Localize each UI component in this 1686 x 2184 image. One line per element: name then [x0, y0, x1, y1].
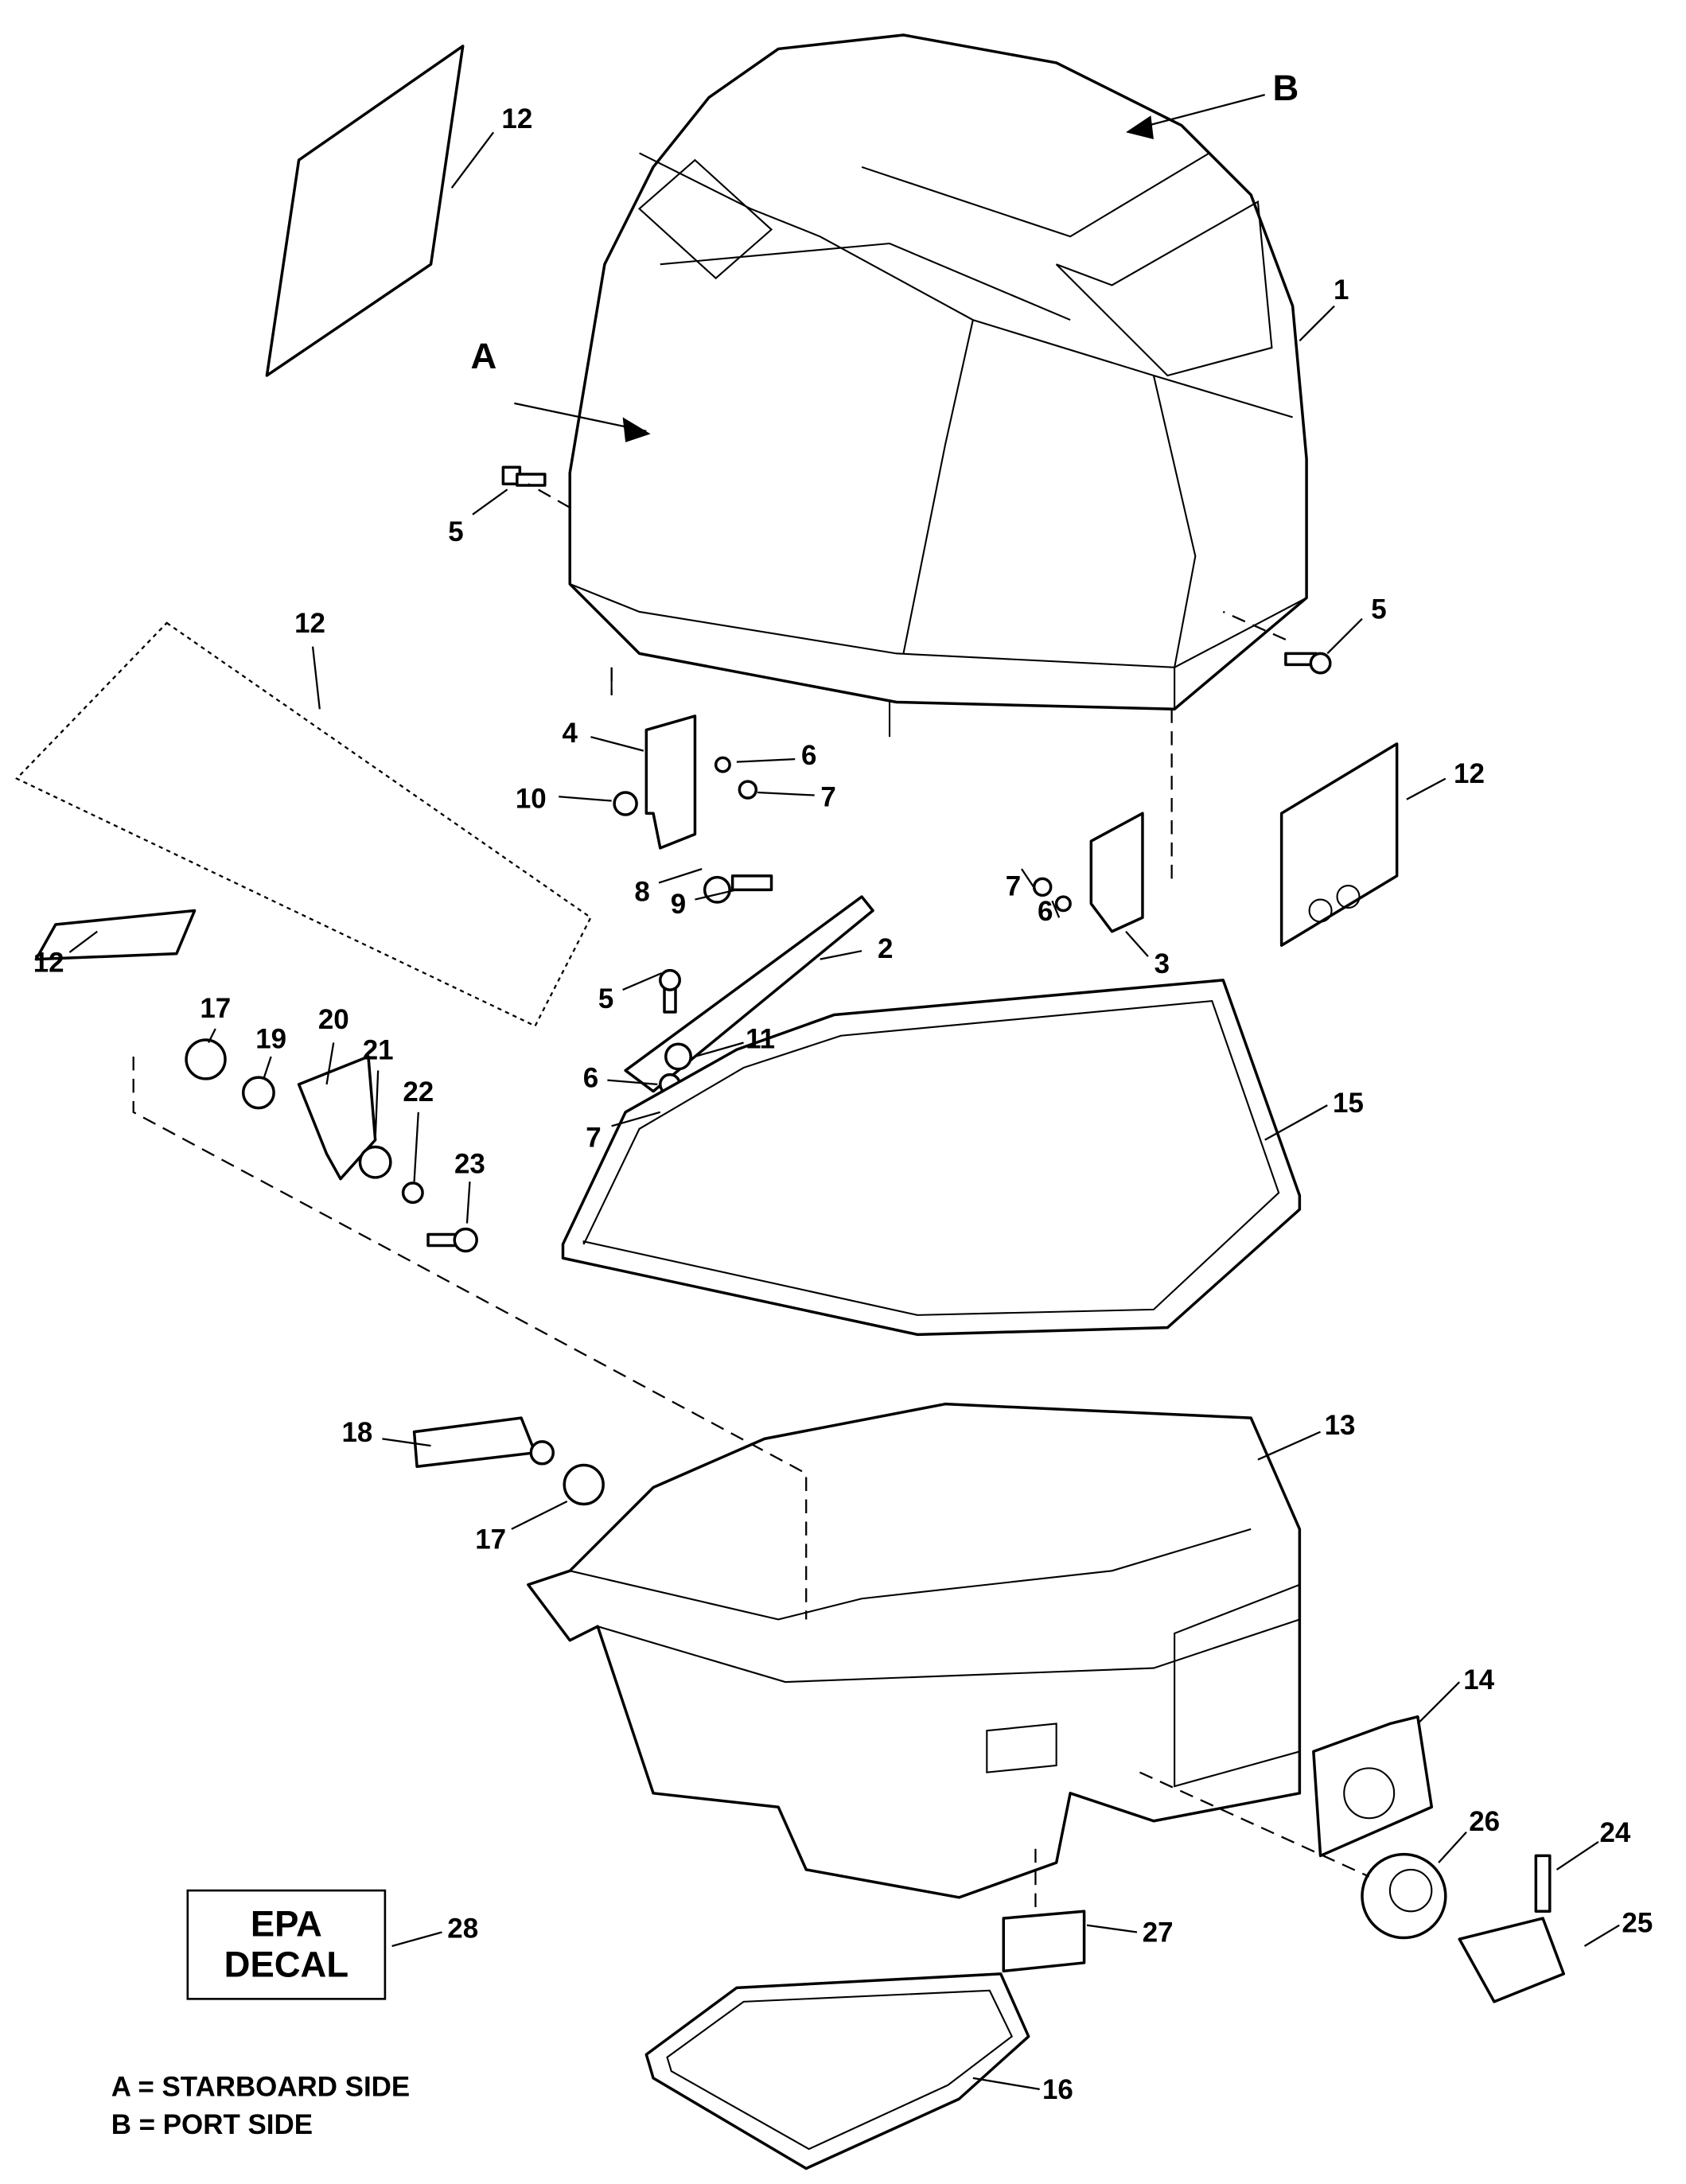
- callout-9: 9: [671, 889, 686, 920]
- callout-23: 23: [454, 1149, 485, 1180]
- callout-12: 12: [294, 608, 325, 639]
- callout-12: 12: [1454, 758, 1485, 789]
- bracket-4: [644, 714, 697, 850]
- epa-decal-box: [186, 1889, 387, 2000]
- callout-12: 12: [33, 947, 64, 978]
- callout-2: 2: [878, 933, 893, 964]
- legend-a: A = STARBOARD SIDE: [111, 2072, 410, 2103]
- epa-decal-line1: EPA: [251, 1904, 322, 1945]
- callout-11: 11: [746, 1023, 775, 1054]
- callout-20: 20: [318, 1004, 349, 1035]
- callout-6: 6: [583, 1062, 598, 1093]
- callout-5: 5: [448, 516, 463, 547]
- callout-16: 16: [1042, 2074, 1073, 2105]
- callout-12: 12: [501, 103, 532, 134]
- callout-6: 6: [1038, 896, 1053, 927]
- callout-17: 17: [200, 993, 231, 1024]
- callout-5: 5: [598, 983, 613, 1014]
- seal-14: [1312, 1715, 1434, 1858]
- callout-7: 7: [820, 782, 835, 813]
- callout-25: 25: [1622, 1908, 1653, 1939]
- callout-18: 18: [342, 1417, 373, 1448]
- callout-17: 17: [475, 1524, 506, 1555]
- decal-12-right: [1279, 742, 1399, 947]
- callout-7: 7: [586, 1123, 601, 1154]
- callout-8: 8: [634, 876, 649, 907]
- callout-6: 6: [801, 740, 816, 771]
- legend-b: B = PORT SIDE: [111, 2109, 313, 2140]
- callout-26: 26: [1469, 1806, 1500, 1837]
- callout-10: 10: [516, 783, 547, 814]
- callout-7: 7: [1006, 870, 1021, 901]
- callout-3: 3: [1155, 948, 1170, 979]
- callout-B: B: [1272, 68, 1299, 108]
- callout-24: 24: [1599, 1817, 1630, 1848]
- callout-22: 22: [403, 1076, 434, 1108]
- callout-4: 4: [563, 718, 578, 749]
- hardware: [185, 465, 1566, 2003]
- callout-19: 19: [255, 1023, 286, 1054]
- top-cowl: [568, 33, 1308, 738]
- latch-2: [624, 895, 874, 1093]
- bracket-3: [1089, 812, 1144, 933]
- callout-28: 28: [447, 1913, 478, 1944]
- seal-15: [561, 979, 1302, 1337]
- epa-decal-line2: DECAL: [224, 1944, 348, 1984]
- callout-1: 1: [1334, 274, 1349, 306]
- decal-12-top: [265, 45, 465, 377]
- callout-21: 21: [363, 1034, 394, 1065]
- decal-12-large: [15, 621, 592, 1028]
- bottom-cowl: [527, 1402, 1302, 1899]
- callout-5: 5: [1371, 594, 1386, 625]
- gasket-16: [644, 1972, 1030, 2170]
- callout-27: 27: [1143, 1917, 1174, 1948]
- callout-15: 15: [1333, 1088, 1364, 1119]
- callout-14: 14: [1463, 1664, 1494, 1695]
- callout-13: 13: [1325, 1410, 1356, 1441]
- callout-A: A: [471, 336, 497, 376]
